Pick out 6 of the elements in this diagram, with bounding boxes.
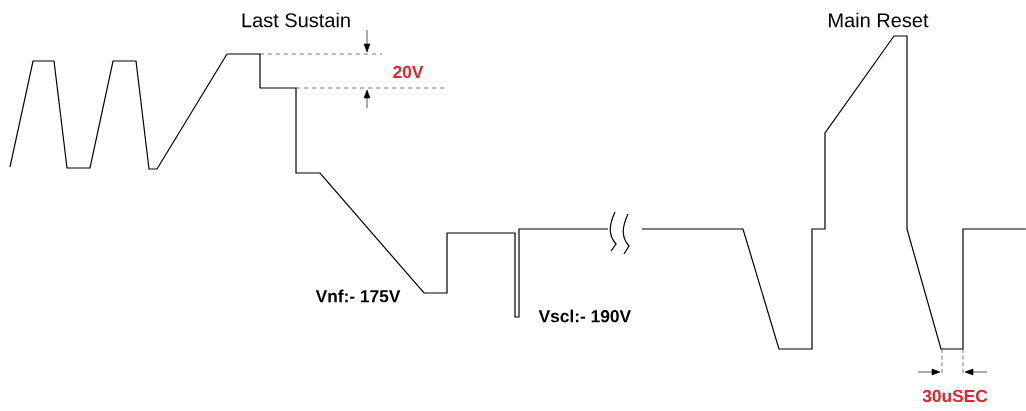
label: Vnf:- 175V [315, 289, 401, 303]
label: Vscl:- 190V [538, 309, 631, 323]
label: 20V [393, 65, 424, 79]
label: 30uSEC [922, 389, 988, 403]
label: Main Reset [829, 12, 929, 28]
label: Last Sustain [242, 12, 350, 28]
